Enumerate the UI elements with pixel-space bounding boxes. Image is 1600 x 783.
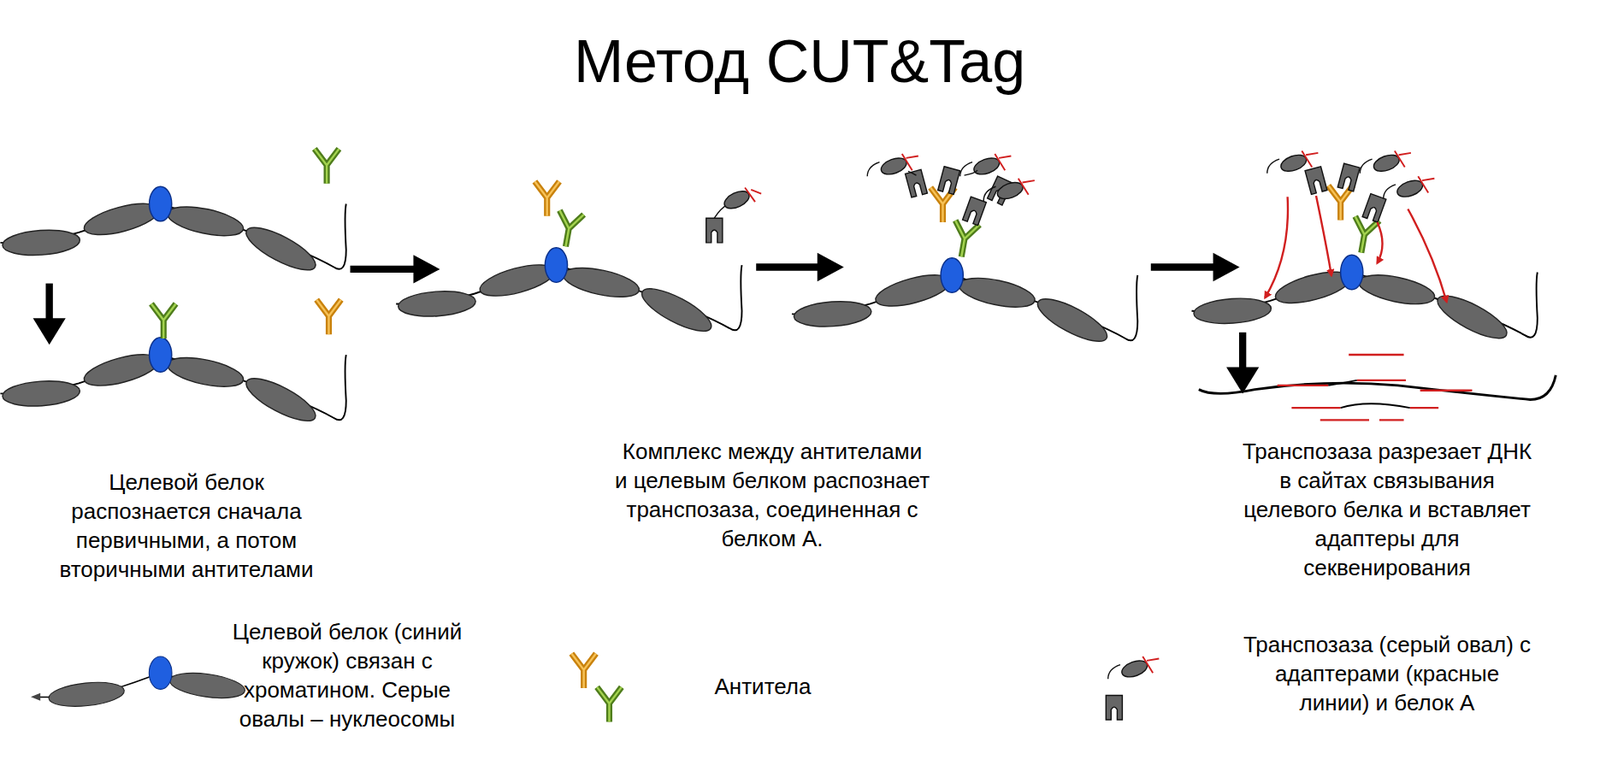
step-caption: Комплекс между антителами и целевым белк… <box>614 436 931 554</box>
title: Метод CUT&Tag <box>573 27 1026 96</box>
legend-caption: Антитела <box>677 672 849 702</box>
step-caption: Транспозаза разрезает ДНК в сайтах связы… <box>1237 436 1537 583</box>
legend-caption: Целевой белок (синий кружок) связан с хр… <box>223 617 472 734</box>
legend-caption: Транспозаза (серый овал) с адаптерами (к… <box>1237 630 1537 718</box>
step-caption: Целевой белок распознается сначала перви… <box>36 467 337 585</box>
